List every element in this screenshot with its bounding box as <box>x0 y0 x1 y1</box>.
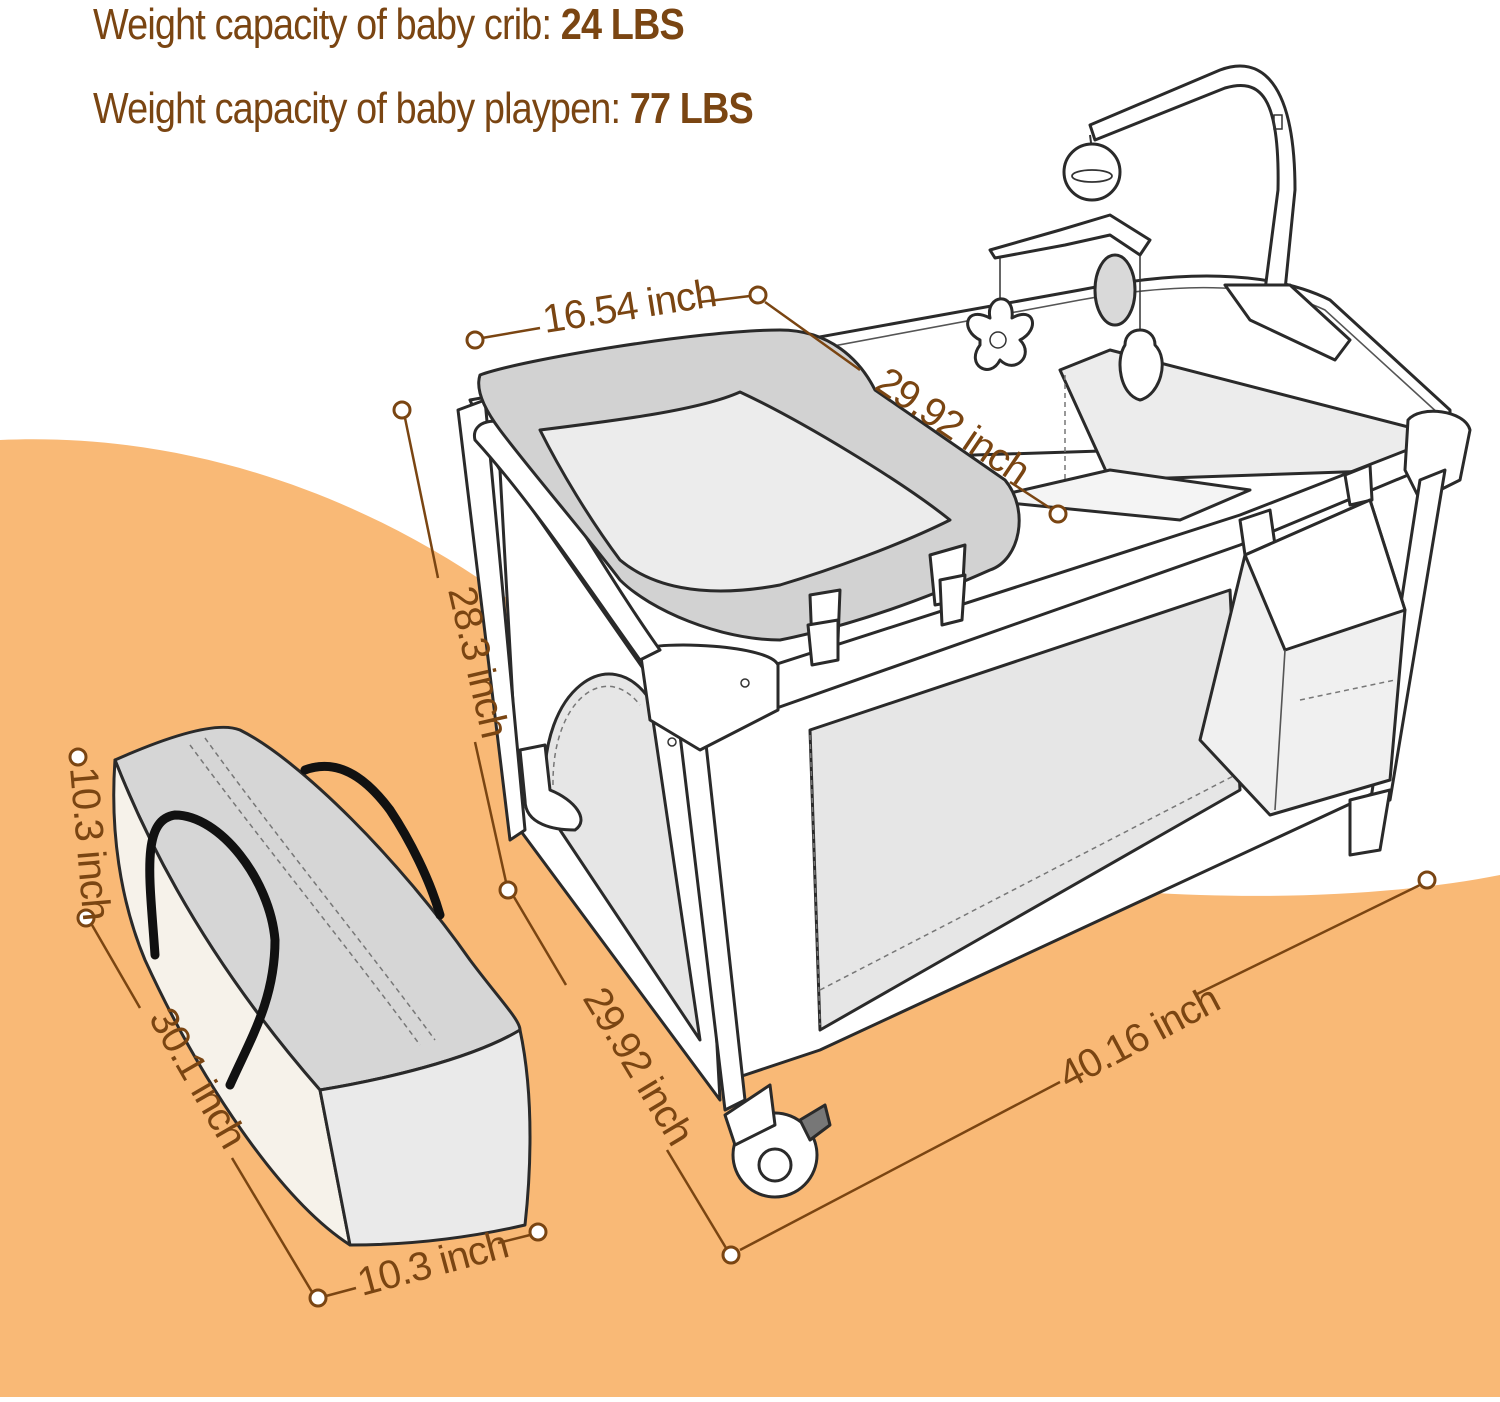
mobile-arm <box>1088 64 1352 362</box>
playpen-capacity-label: Weight capacity of baby playpen: <box>93 84 630 133</box>
foot-right <box>1348 788 1392 857</box>
wheel-back-left <box>518 743 583 832</box>
carry-bag-illustration <box>112 725 532 1247</box>
crib-capacity-label: Weight capacity of baby crib: <box>93 0 561 49</box>
playpen-illustration <box>456 64 1472 1199</box>
label-changer-width: 16.54 inch <box>540 271 719 342</box>
crib-capacity-value: 24 LBS <box>560 0 685 49</box>
bag-handle <box>300 761 445 920</box>
playpen-capacity-value: 77 LBS <box>629 84 754 133</box>
changing-table <box>473 328 1021 667</box>
mobile-toys <box>966 134 1164 402</box>
playpen-weight-capacity: Weight capacity of baby playpen: 77 LBS <box>93 84 754 134</box>
storage-organizer <box>1198 463 1407 817</box>
bag-strap <box>145 810 280 1090</box>
wheel-front-left <box>723 1083 832 1199</box>
crib-weight-capacity: Weight capacity of baby crib: 24 LBS <box>93 0 685 50</box>
